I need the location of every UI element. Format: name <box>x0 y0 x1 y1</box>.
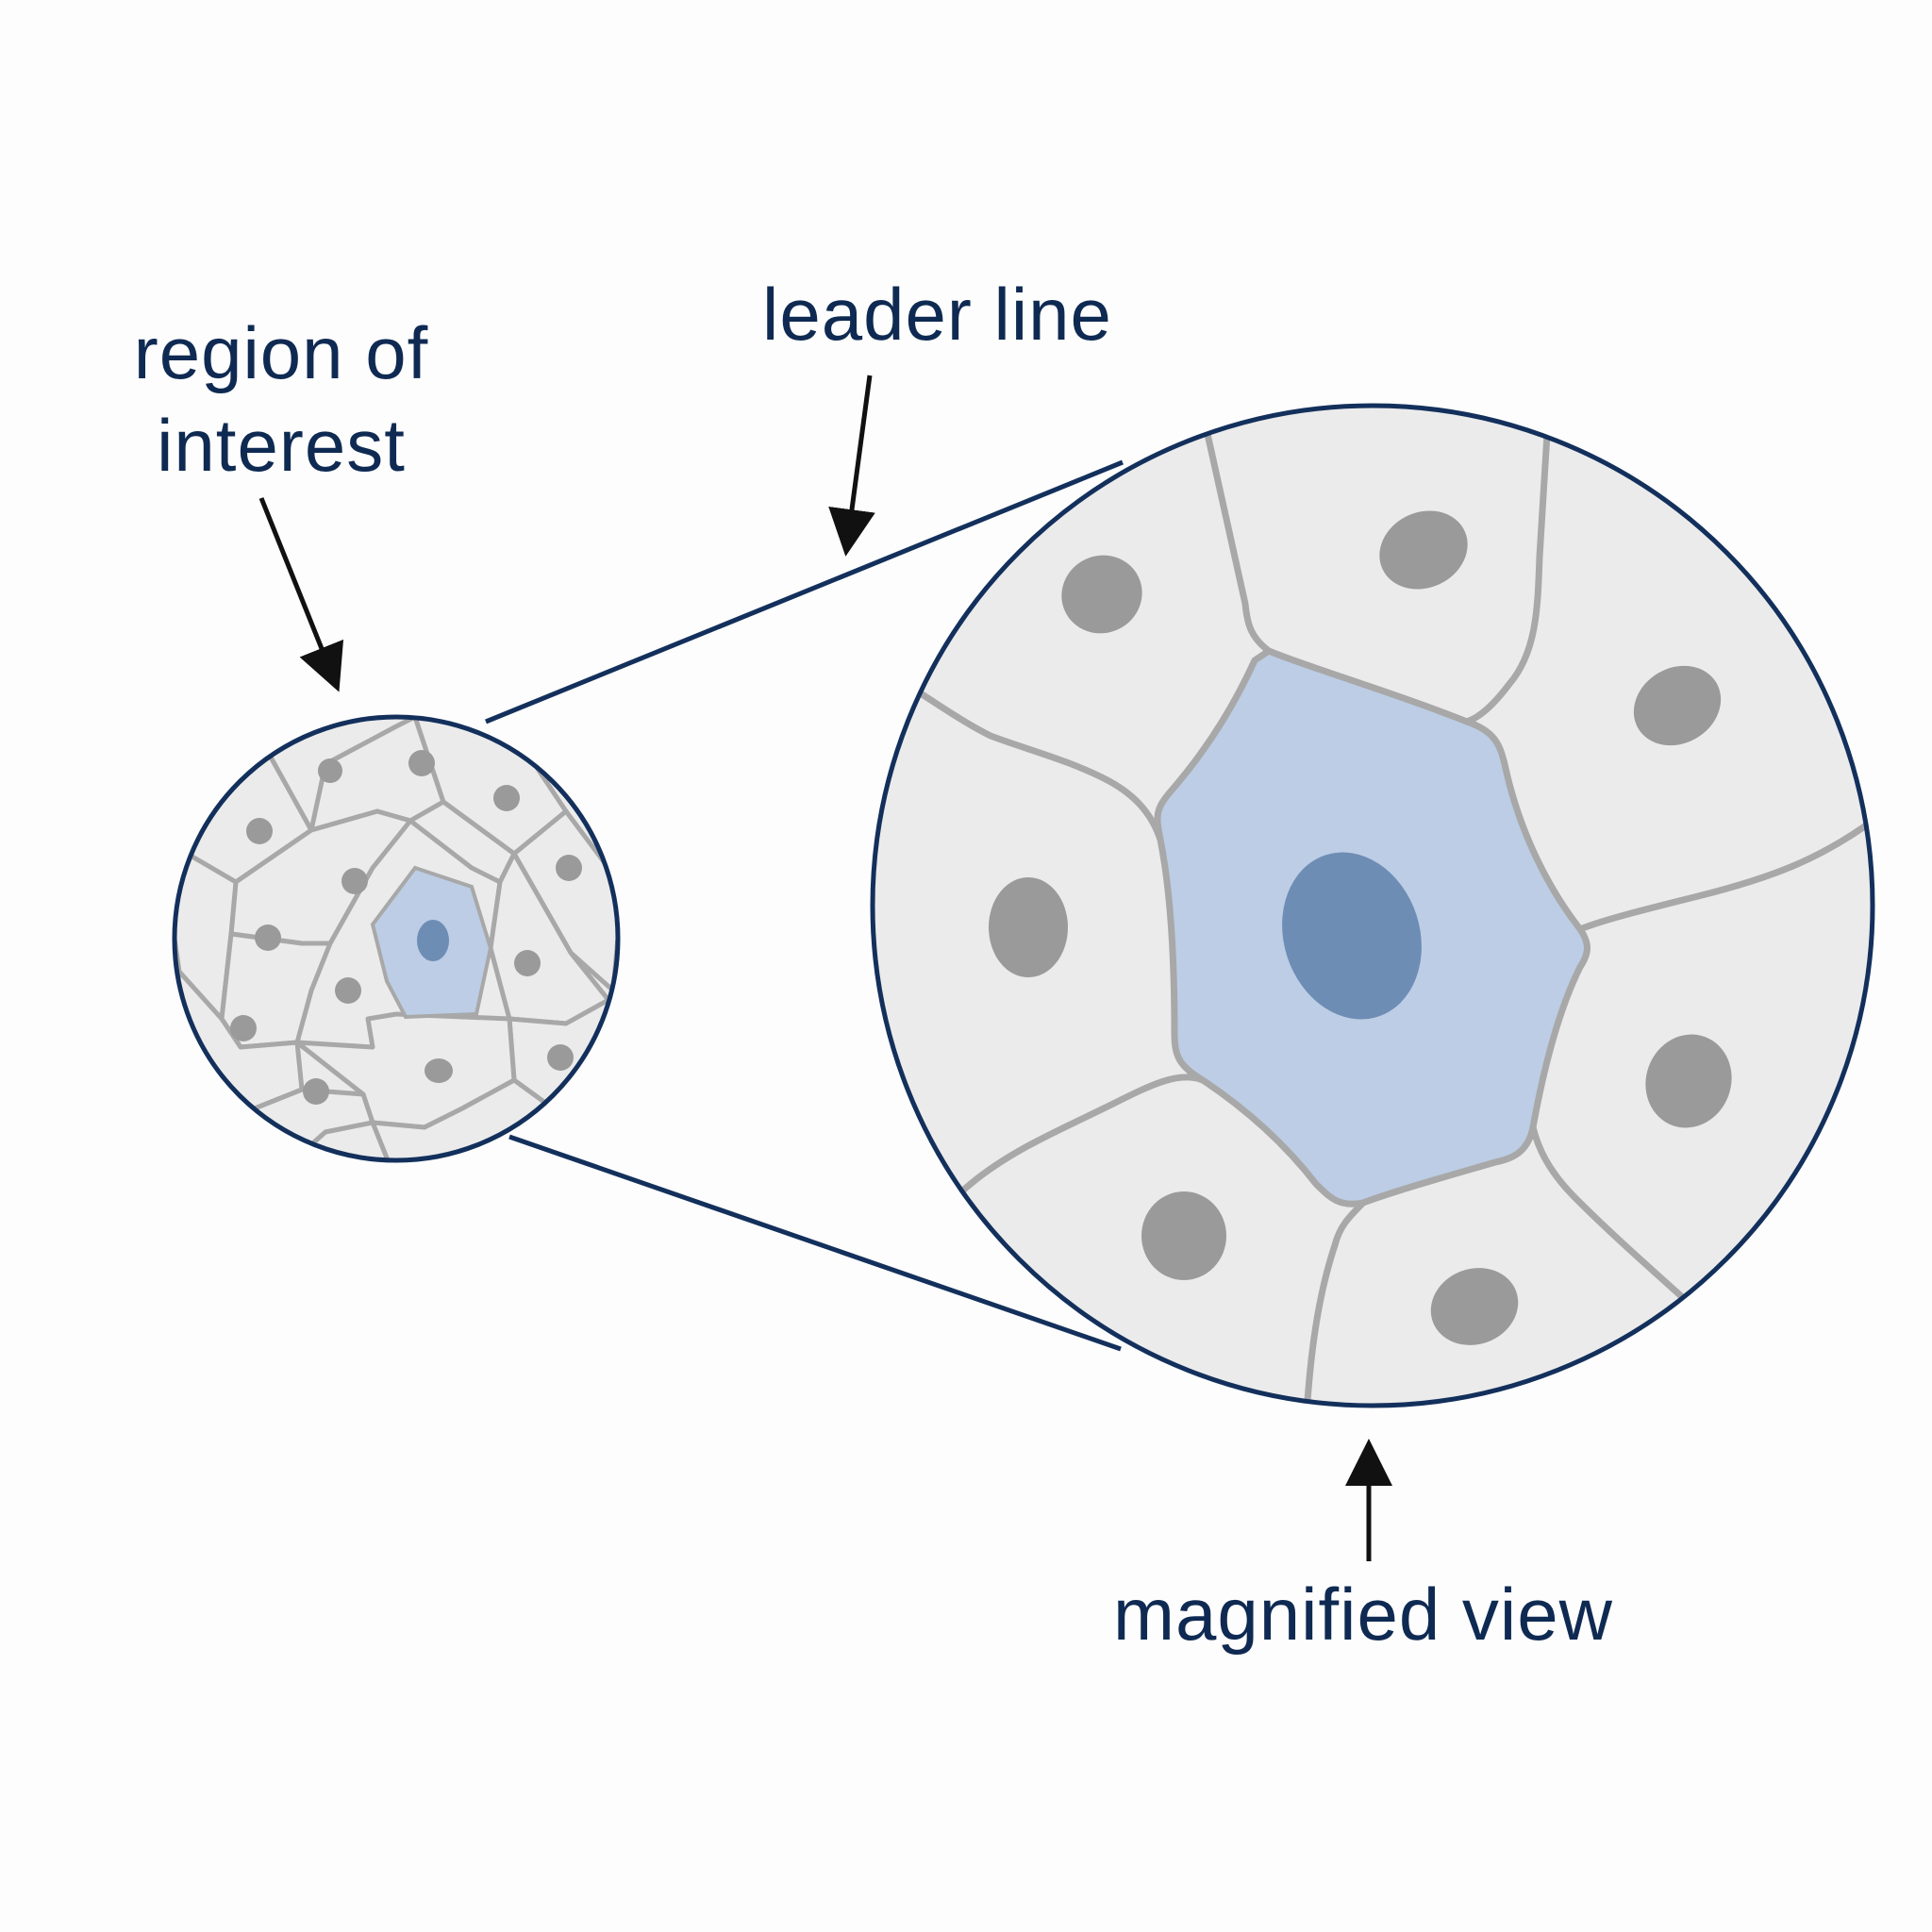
region-of-interest-label: region of interest <box>121 307 441 491</box>
leader-pointer-arrow <box>828 375 875 557</box>
leader-line-top <box>485 459 1124 724</box>
region-of-interest-label-line2: interest <box>157 404 406 487</box>
magnified-tissue-icon <box>902 430 1873 1406</box>
tissue-sample-icon <box>175 717 618 1160</box>
region-of-interest-label-line1: region of <box>133 311 429 394</box>
magnified-view-circle <box>870 403 1875 1408</box>
leader-line-bottom <box>508 1134 1122 1352</box>
leader-line-label: leader line <box>762 273 1112 356</box>
magnified-view-label: magnified view <box>1113 1573 1613 1656</box>
region-of-interest-circle <box>172 714 621 1163</box>
roi-pointer-arrow <box>258 497 344 692</box>
highlighted-nucleus <box>1282 852 1422 1020</box>
